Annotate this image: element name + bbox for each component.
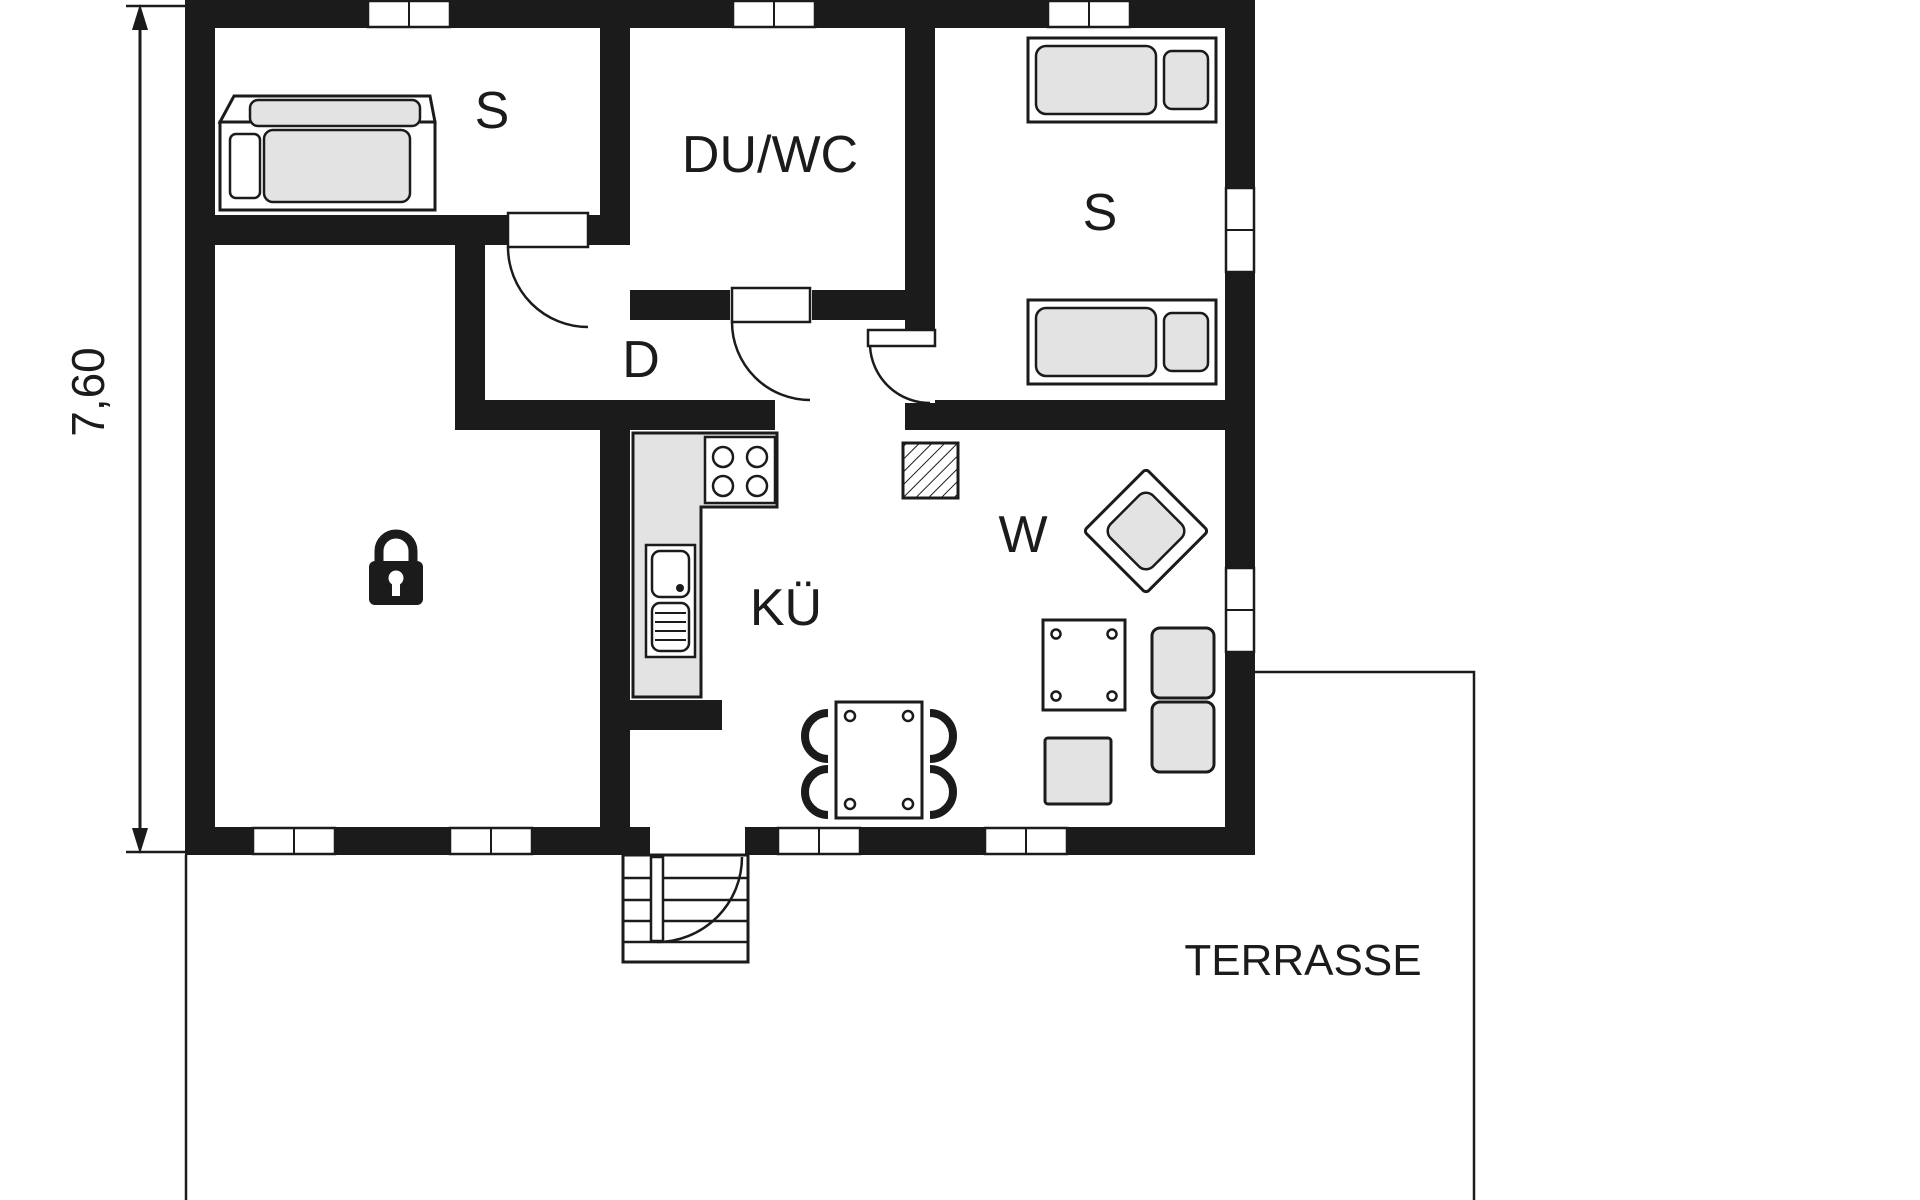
dimension-arrow-up: [132, 4, 148, 30]
dimension-label: 7,60: [62, 347, 114, 437]
wall-segment: [905, 403, 935, 430]
stove-icon: [703, 435, 777, 505]
chimney: [901, 441, 960, 500]
wall-segment: [588, 215, 630, 245]
window: [448, 826, 534, 856]
window: [1224, 186, 1256, 274]
padlock-icon: [369, 529, 423, 605]
room-label-kitchen: KÜ: [750, 579, 822, 637]
window: [1224, 566, 1256, 654]
wall-segment: [600, 28, 630, 215]
door: [506, 211, 590, 329]
window: [731, 0, 817, 29]
wall-segment: [1225, 0, 1255, 855]
dimension-line: 7,60: [62, 4, 186, 854]
wall-segment: [935, 400, 1225, 430]
wall-segment: [215, 215, 508, 245]
single-bed: [1026, 298, 1218, 386]
door: [730, 286, 812, 402]
wall-segment: [455, 245, 485, 430]
window: [776, 826, 862, 856]
kitchen-counter: [631, 431, 779, 699]
sofa: [1150, 626, 1216, 774]
wall-segment: [185, 0, 215, 855]
terrace-label: TERRASSE: [1184, 936, 1421, 985]
wall-segment: [455, 400, 775, 430]
door: [866, 328, 937, 405]
window: [983, 826, 1069, 856]
doors: [506, 211, 937, 944]
single-bed: [1026, 36, 1218, 124]
room-label-bedroom-right: S: [1083, 184, 1118, 242]
room-label-bedroom-left: S: [475, 82, 510, 140]
terrace-boundary: [184, 670, 1476, 1200]
wall-segment: [905, 28, 935, 332]
wall-segment: [630, 700, 722, 730]
sink-icon: [644, 543, 697, 659]
stool: [1043, 736, 1113, 806]
double-bed: [217, 94, 437, 212]
wall-segment: [600, 430, 630, 827]
room-label-living: W: [998, 506, 1047, 564]
window: [1046, 0, 1132, 29]
window: [251, 826, 337, 856]
room-label-hall: D: [622, 331, 660, 389]
wall-segment: [812, 290, 905, 320]
room-labels: S DU/WC S D KÜ W TERRASSE: [475, 82, 1422, 985]
entrance-door: [649, 855, 744, 944]
windows: [251, 0, 1256, 856]
side-table: [1041, 618, 1127, 712]
room-label-shower-wc: DU/WC: [682, 126, 858, 184]
dimension-arrow-down: [132, 828, 148, 854]
entrance-stairs: [621, 853, 750, 964]
window: [366, 0, 452, 29]
dining-table: [834, 700, 924, 820]
terrace-edge-line: [1255, 670, 1476, 1200]
armchair: [1083, 468, 1209, 594]
wall-segment: [630, 290, 730, 320]
dining-chairs: [801, 709, 957, 819]
